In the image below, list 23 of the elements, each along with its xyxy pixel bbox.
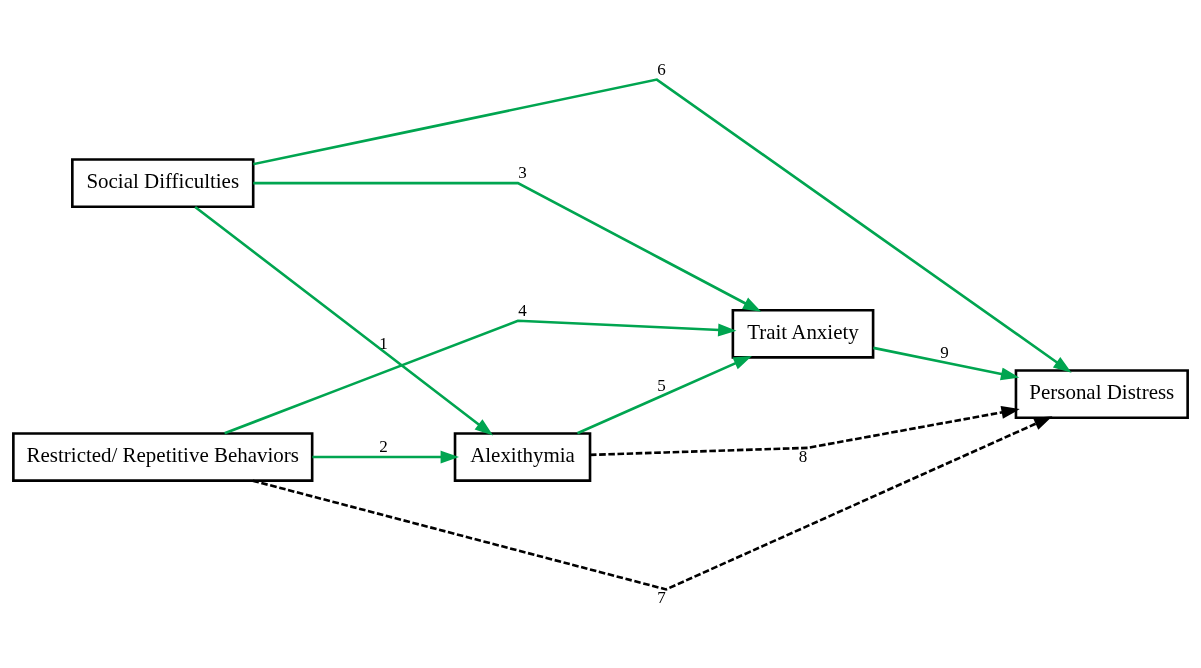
- arrow: [873, 346, 1020, 380]
- edge-label: 6: [657, 59, 666, 79]
- node-box: Social Difficulties: [71, 157, 255, 208]
- node-box: Restricted/ Repetitive Behaviors: [12, 431, 314, 482]
- edge-label: 8: [798, 446, 808, 465]
- arrow: [194, 205, 494, 435]
- edge-label: 2: [379, 436, 388, 456]
- arrow: [252, 415, 1053, 591]
- node-box: Trait Anxiety: [731, 308, 875, 359]
- node-box: Alexithymia: [453, 431, 592, 482]
- edge-label: 3: [518, 162, 527, 182]
- arrow: [224, 318, 737, 434]
- arrow: [576, 355, 752, 434]
- edge-label: 1: [379, 333, 388, 353]
- arrow: [312, 450, 459, 463]
- edge-label: 7: [657, 587, 666, 607]
- edge-label: 5: [657, 375, 666, 395]
- arrow: [590, 405, 1020, 456]
- arrow: [253, 77, 1072, 373]
- edge-label: 4: [518, 300, 527, 320]
- arrow: [253, 181, 762, 312]
- node-box: Personal Distress: [1014, 368, 1189, 419]
- edge-label: 9: [940, 342, 949, 362]
